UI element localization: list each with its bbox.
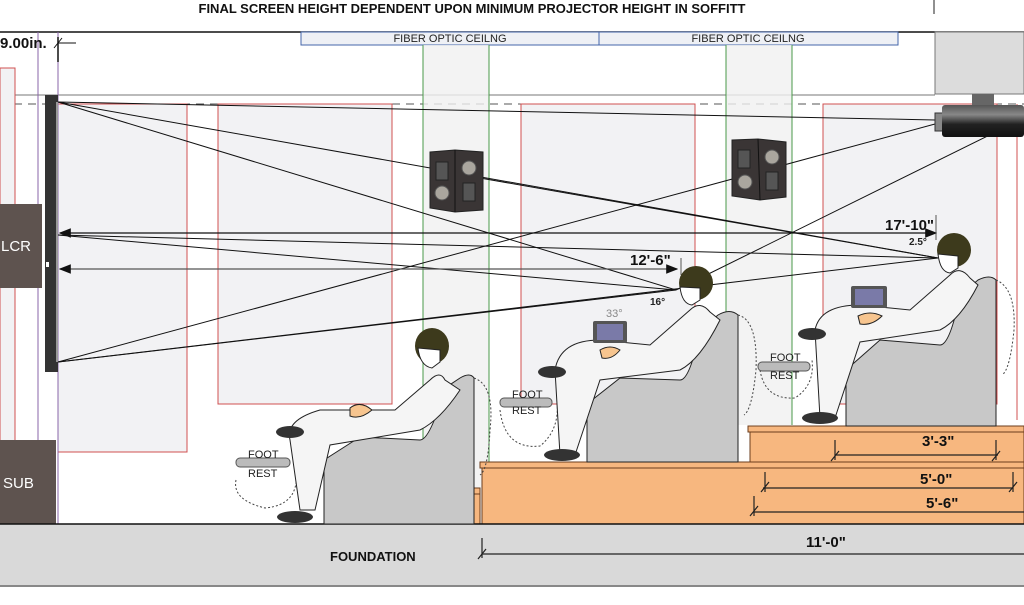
- row1-seat: [323, 374, 475, 525]
- row2-recline-arc: [737, 314, 757, 416]
- lcr-speaker: [0, 204, 42, 288]
- ceiling-panel-1-label: FIBER OPTIC CEILNG: [393, 33, 506, 45]
- row2-tablet-angle: 33°: [606, 308, 623, 320]
- row1-recline-arc: [473, 377, 492, 476]
- projector-mount: [972, 94, 994, 106]
- row2-footrest-label-2: REST: [512, 405, 542, 417]
- row3-sight-mid: [57, 234, 939, 259]
- tweeter: [462, 182, 476, 202]
- row2-footrest-label-1: FOOT: [512, 389, 543, 401]
- soffit: [934, 31, 1024, 95]
- row2-tablet-screen: [597, 324, 623, 340]
- lower-riser-cap: [479, 461, 1024, 469]
- riser-dimension-lines: [749, 440, 1024, 517]
- fiber-optic-ceiling: FIBER OPTIC CEILNG FIBER OPTIC CEILNG: [300, 31, 899, 46]
- row1-footrest-label-1: FOOT: [248, 449, 279, 461]
- lower-riser: [481, 467, 1024, 525]
- row2-person-shoe: [544, 449, 580, 461]
- row2-sight-mid: [57, 234, 677, 291]
- projector-body: [942, 105, 1024, 137]
- row3-viewing-distance: 17'-10": [885, 217, 934, 234]
- projector-beam-bottom: [57, 123, 936, 363]
- sub-label: SUB: [3, 475, 34, 492]
- row1-footrest-label-2: REST: [248, 468, 278, 480]
- row2-sight-top: [57, 101, 677, 291]
- row3-person-shoe: [798, 328, 826, 340]
- tweeter: [765, 171, 779, 191]
- row1-person-shoe: [276, 426, 304, 438]
- row3-person-face: [937, 253, 959, 274]
- row3-seating: FOOT REST: [757, 233, 1015, 427]
- row3-view-angle: 2.5°: [909, 237, 927, 248]
- woofer: [764, 149, 780, 165]
- projector-lens: [934, 112, 944, 132]
- wall-panel: [57, 103, 188, 453]
- projector-beam-top: [57, 101, 936, 121]
- lcr-label: LCR: [1, 238, 31, 255]
- screen-marker: [46, 262, 49, 267]
- row3-person-shoe: [802, 412, 838, 424]
- tweeter: [435, 161, 449, 181]
- total-run-dimension: 11'-0": [806, 534, 846, 551]
- row1-person-hand: [349, 404, 373, 418]
- footrest-reach: [759, 359, 813, 399]
- row2-footrest: [499, 397, 553, 408]
- row3-footrest-label-2: REST: [770, 370, 800, 382]
- total-run-slash: [477, 548, 487, 560]
- woofer: [461, 160, 477, 176]
- row1-person-shoe: [277, 511, 313, 523]
- row1-person-body: [288, 374, 461, 511]
- woofer: [737, 174, 753, 190]
- row1-footrest: [235, 457, 291, 468]
- upper-riser: [749, 431, 1024, 463]
- subwoofer: [0, 440, 56, 525]
- ceiling-panel-2-label: FIBER OPTIC CEILNG: [691, 33, 804, 45]
- upper-riser-dimension: 3'-3": [922, 433, 954, 450]
- row1-seating: FOOT REST: [235, 328, 492, 525]
- diagram-title: FINAL SCREEN HEIGHT DEPENDENT UPON MINIM…: [199, 1, 746, 16]
- foundation-label: FOUNDATION: [330, 549, 416, 564]
- projector: [934, 94, 1024, 137]
- lower-riser-dimension-a: 5'-0": [920, 471, 952, 488]
- surround-speaker-left: [429, 149, 484, 213]
- wall-panel: [217, 103, 393, 405]
- row3-footrest: [757, 361, 811, 372]
- row3-tablet-screen: [855, 289, 883, 305]
- offset-slash: [53, 37, 63, 49]
- row2-person-hand: [599, 346, 621, 359]
- row2-person-face: [679, 286, 701, 306]
- screen-offset-dimension: 9.00in.: [0, 35, 47, 52]
- speaker-line: [479, 177, 939, 259]
- upper-riser-cap: [747, 425, 1024, 433]
- row2-view-angle: 16°: [650, 297, 665, 308]
- row2-seating: FOOT REST: [499, 266, 757, 463]
- surround-speaker-right: [731, 138, 787, 201]
- row2-person-shoe: [538, 366, 566, 378]
- footrest-reach: [235, 469, 297, 509]
- row2-viewing-distance: 12'-6": [630, 252, 671, 269]
- row3-footrest-label-1: FOOT: [770, 352, 801, 364]
- row3-recline-arc: [995, 279, 1015, 376]
- row2-sight-bottom: [57, 289, 677, 363]
- tweeter: [737, 149, 751, 169]
- speaker-line: [675, 119, 1021, 291]
- projection-screen: [45, 95, 58, 372]
- lower-riser-dimension-b: 5'-6": [926, 495, 958, 512]
- row3-person-hand: [857, 312, 883, 325]
- foundation: [0, 524, 1024, 586]
- woofer: [434, 185, 450, 201]
- footrest-reach: [499, 399, 558, 447]
- row1-person-face: [417, 347, 441, 369]
- risers: [407, 425, 1024, 525]
